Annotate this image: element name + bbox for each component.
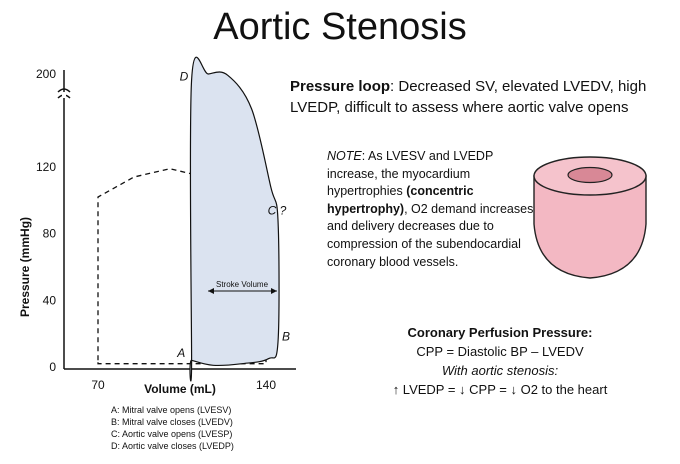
y-axis-label: Pressure (mmHg) [18, 217, 32, 317]
stroke-volume-arrow-right [271, 288, 277, 294]
stroke-volume-arrow-left [208, 288, 214, 294]
cpp-result: ↑ LVEDP = ↓ CPP = ↓ O2 to the heart [392, 382, 608, 397]
x-tick-label: 70 [91, 378, 105, 392]
legend-item-c: C: Aortic valve opens (LVESP) [111, 429, 233, 439]
note-text-2: , O2 demand increases, and delivery decr… [327, 201, 537, 269]
y-tick-label: 200 [36, 67, 56, 81]
pressure-loop-text: : Decreased SV, elevated LVEDV, high LVE… [290, 78, 647, 116]
y-tick-label: 40 [43, 293, 57, 307]
point-label: C ? [268, 203, 287, 217]
legend-item-d: D: Aortic valve closes (LVEDP) [111, 441, 234, 451]
legend-item-a: A: Mitral valve opens (LVESV) [111, 405, 232, 415]
aortic-stenosis-pv-loop [189, 56, 280, 382]
x-axis-label: Volume (mL) [144, 382, 216, 396]
page-title: Aortic Stenosis [213, 6, 467, 48]
point-legend: A: Mitral valve opens (LVESV) B: Mitral … [111, 404, 234, 452]
y-tick-label: 80 [43, 227, 57, 241]
note-text-1: : As LVESV and LVEDP increase, the myoca… [327, 149, 494, 199]
pressure-loop-description: Pressure loop: Decreased SV, elevated LV… [290, 76, 670, 118]
legend-item-b: B: Mitral valve closes (LVEDV) [111, 417, 233, 427]
heart-chamber [567, 166, 613, 184]
note-paragraph: NOTE: As LVESV and LVEDP increase, the m… [327, 148, 537, 271]
cpp-with-stenosis: With aortic stenosis: [441, 363, 559, 378]
stroke-volume-label: Stroke Volume [216, 280, 269, 289]
coronary-perfusion-block: Coronary Perfusion Pressure: CPP = Diast… [350, 323, 650, 399]
hypertrophied-heart-illustration [533, 156, 647, 279]
pressure-loop-label: Pressure loop [290, 78, 391, 95]
y-tick-labels: 0 40 80 120 200 [36, 67, 56, 374]
note-label: NOTE [327, 149, 362, 163]
y-tick-label: 120 [36, 160, 56, 174]
stroke-volume-annotation: Stroke Volume [208, 280, 277, 294]
y-tick-label: 0 [49, 360, 56, 374]
axis-break-gap [62, 92, 66, 98]
point-label: B [282, 329, 290, 343]
x-tick-label: 140 [256, 378, 276, 392]
series-layer [97, 56, 280, 382]
note-bold: (concentric hypertrophy) [327, 184, 474, 216]
cpp-heading: Coronary Perfusion Pressure: [407, 325, 593, 340]
heart-body [533, 175, 647, 279]
cpp-formula: CPP = Diastolic BP – LVEDV [416, 344, 584, 359]
point-label: A [176, 346, 185, 360]
x-tick-labels: 70 140 [91, 378, 276, 392]
point-labels: A B C ? D [176, 69, 290, 360]
point-label: D [180, 69, 189, 83]
